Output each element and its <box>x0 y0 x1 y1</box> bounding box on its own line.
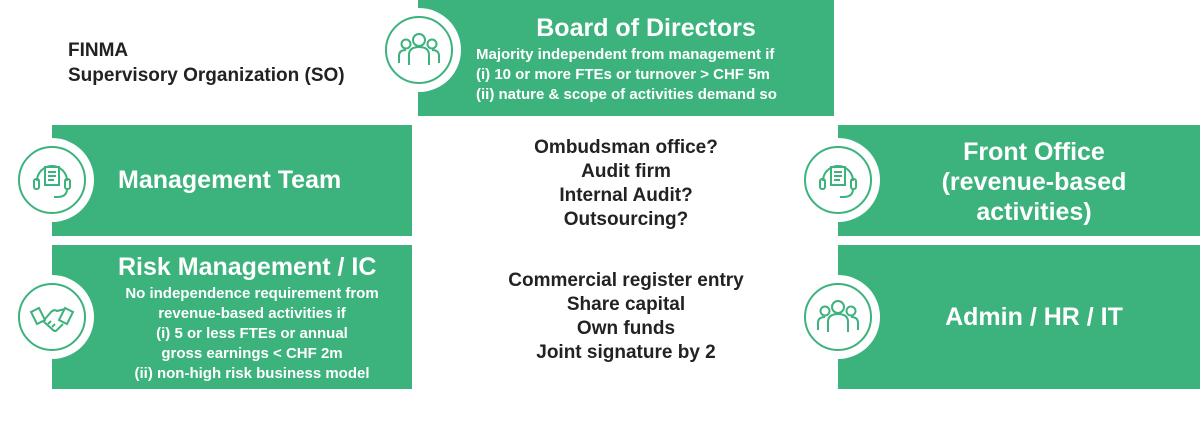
risk-line-2: revenue-based activities if <box>158 305 346 322</box>
risk-line-1: No independence requirement from <box>125 285 379 302</box>
front-office-icon-ring <box>796 138 880 222</box>
middle-top-list: Ombudsman office? Audit firm Internal Au… <box>418 136 834 232</box>
risk-title: Risk Management / IC <box>118 253 377 281</box>
management-title: Management Team <box>118 166 342 194</box>
middle-top-item: Internal Audit? <box>559 185 693 206</box>
front-office-line-3: activities) <box>976 198 1092 226</box>
front-office-line-2: (revenue-based <box>941 168 1127 196</box>
board-details: Majority independent from management if … <box>476 45 777 105</box>
board-line-3: (ii) nature & scope of activities demand… <box>476 86 777 103</box>
risk-icon-ring <box>10 275 94 359</box>
people-group-icon <box>398 33 440 65</box>
admin-title: Admin / HR / IT <box>945 303 1123 331</box>
headset-document-icon <box>33 165 71 198</box>
risk-line-4: gross earnings < CHF 2m <box>161 345 343 362</box>
board-title: Board of Directors <box>536 14 756 42</box>
admin-icon-ring <box>796 275 880 359</box>
admin-box: Admin / HR / IT <box>838 245 1200 389</box>
front-office-title: Front Office (revenue-based activities) <box>868 137 1200 227</box>
middle-top-item: Outsourcing? <box>563 209 689 230</box>
management-icon-ring <box>10 138 94 222</box>
board-line-2: (i) 10 or more FTEs or turnover > CHF 5m <box>476 66 770 83</box>
risk-box: Risk Management / IC No independence req… <box>52 245 412 389</box>
risk-line-3: (i) 5 or less FTEs or annual <box>156 325 348 342</box>
header: FINMA Supervisory Organization (SO) <box>68 38 345 88</box>
middle-bottom-list: Commercial register entry Share capital … <box>418 269 834 365</box>
middle-bottom-item: Own funds <box>576 318 676 339</box>
people-group-icon <box>817 300 859 332</box>
middle-bottom-item: Commercial register entry <box>508 270 744 291</box>
risk-line-5: (ii) non-high risk business model <box>134 365 370 382</box>
board-line-1: Majority independent from management if <box>476 46 775 63</box>
handshake-icon <box>29 306 75 332</box>
middle-bottom-item: Joint signature by 2 <box>536 342 716 363</box>
front-office-box: Front Office (revenue-based activities) <box>838 125 1200 236</box>
risk-details: No independence requirement from revenue… <box>102 284 402 384</box>
middle-top-item: Audit firm <box>581 161 671 182</box>
headset-document-icon <box>819 165 857 198</box>
middle-bottom-item: Share capital <box>566 294 686 315</box>
front-office-line-1: Front Office <box>963 138 1105 166</box>
board-icon-ring <box>377 8 461 92</box>
middle-top-item: Ombudsman office? <box>534 137 718 158</box>
management-box: Management Team <box>52 125 412 236</box>
header-line-2: Supervisory Organization (SO) <box>68 65 345 86</box>
board-box: Board of Directors Majority independent … <box>418 0 834 116</box>
header-line-1: FINMA <box>68 40 129 61</box>
